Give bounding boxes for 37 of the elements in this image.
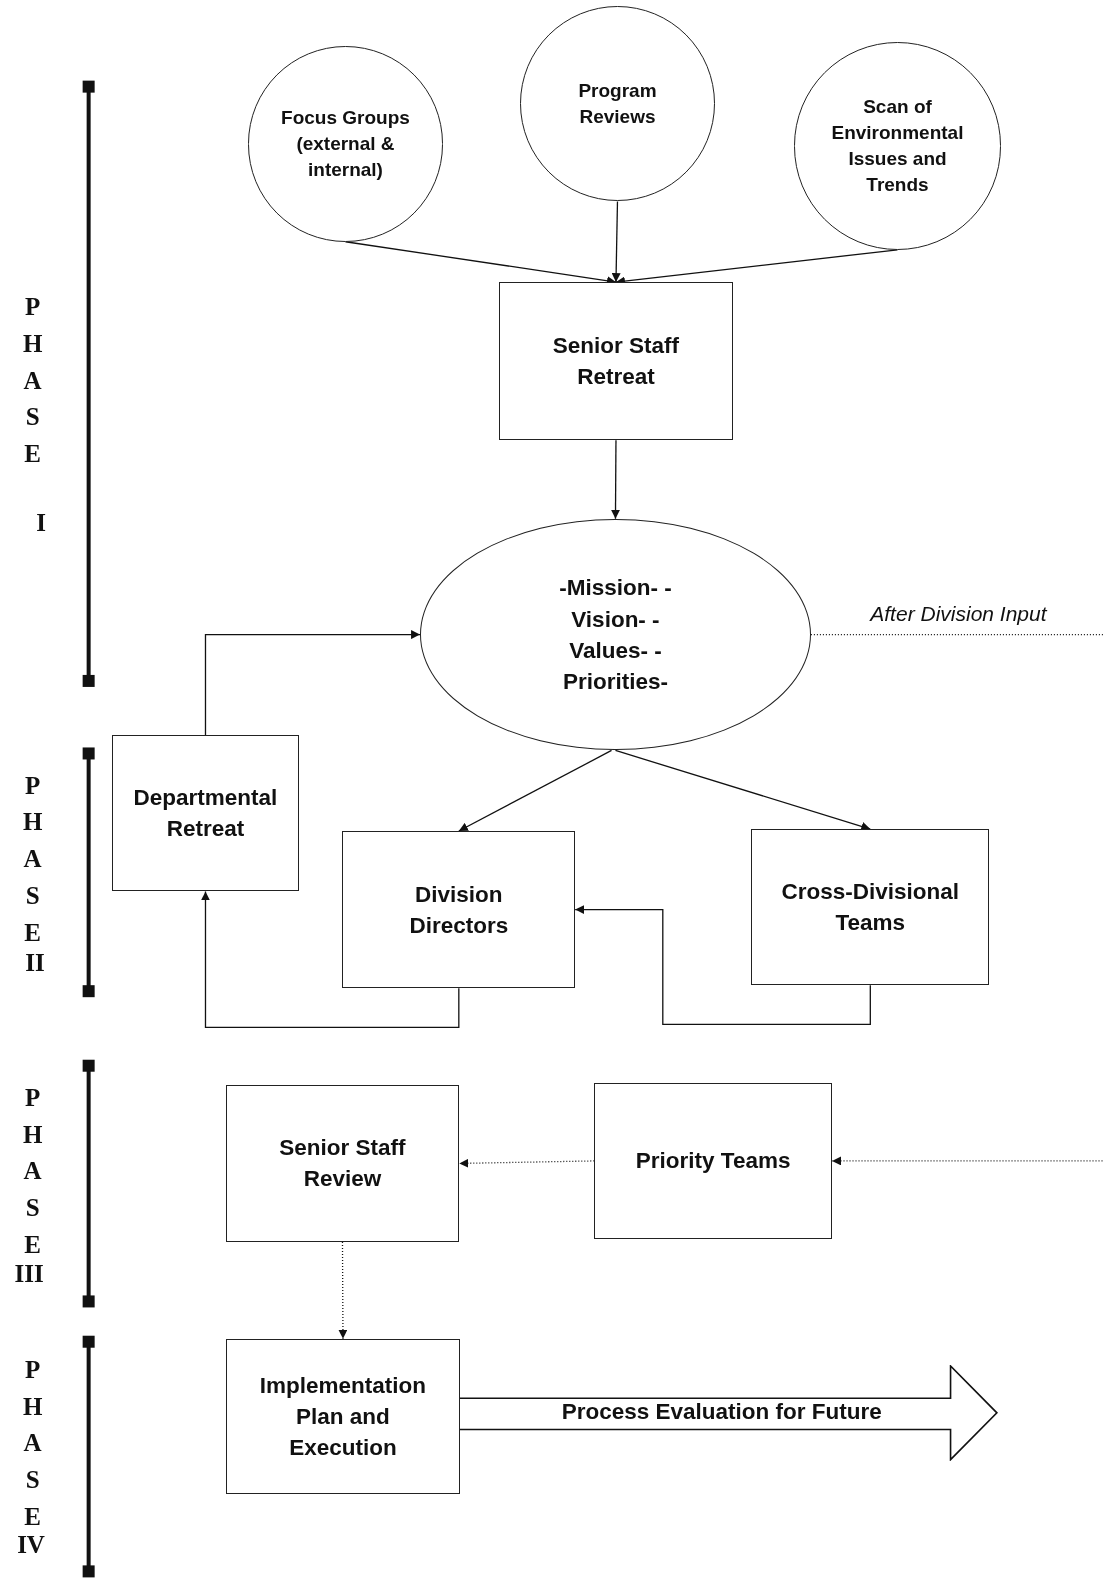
node-label: Senior Staff Review: [278, 1134, 407, 1194]
node-label: Program Reviews: [577, 78, 658, 129]
node-label: Cross-Divisional Teams: [780, 878, 961, 938]
node-label: Departmental Retreat: [132, 784, 279, 844]
phase-number: IV: [16, 1531, 46, 1560]
phase-title: PHASE: [21, 770, 44, 948]
process-box: [498, 282, 734, 441]
arrow: [611, 439, 620, 520]
node-label: -Mission- -Vision- -Values- -Priorities-: [558, 574, 673, 696]
process-box: [594, 1082, 832, 1239]
process-box: [225, 1084, 460, 1242]
phase-title: PHASE: [21, 292, 44, 470]
node-label: Process Evaluation for Future: [561, 1401, 882, 1424]
node-label: Focus Groups (external & internal): [280, 105, 411, 183]
block-arrow: [460, 1364, 1000, 1461]
node-label: Division Directors: [408, 880, 510, 940]
process-box: [111, 735, 300, 892]
process-box: [751, 829, 990, 986]
node-label: Implementation Plan and Execution: [258, 1371, 428, 1462]
phase-title: PHASE: [21, 1082, 44, 1260]
phase-number: III: [13, 1260, 45, 1289]
phase-title: PHASE: [21, 1354, 44, 1532]
phase-number: I: [35, 508, 47, 537]
arrow: [614, 749, 871, 831]
node-label: Scan of Environmental Issues and Trends: [830, 94, 965, 198]
arrow: [574, 905, 871, 1026]
arrow: [201, 890, 460, 1029]
phase-number: II: [24, 948, 46, 977]
process-box: [225, 1338, 461, 1494]
arrow: [458, 749, 613, 832]
process-box: [342, 831, 576, 989]
arrow: [611, 200, 621, 283]
dotted-arrow: [810, 633, 1104, 1166]
node-label: Senior Staff Retreat: [551, 332, 681, 392]
node-label: Priority Teams: [635, 1147, 791, 1176]
arrow: [204, 630, 421, 736]
dotted-arrow: [458, 1158, 595, 1168]
